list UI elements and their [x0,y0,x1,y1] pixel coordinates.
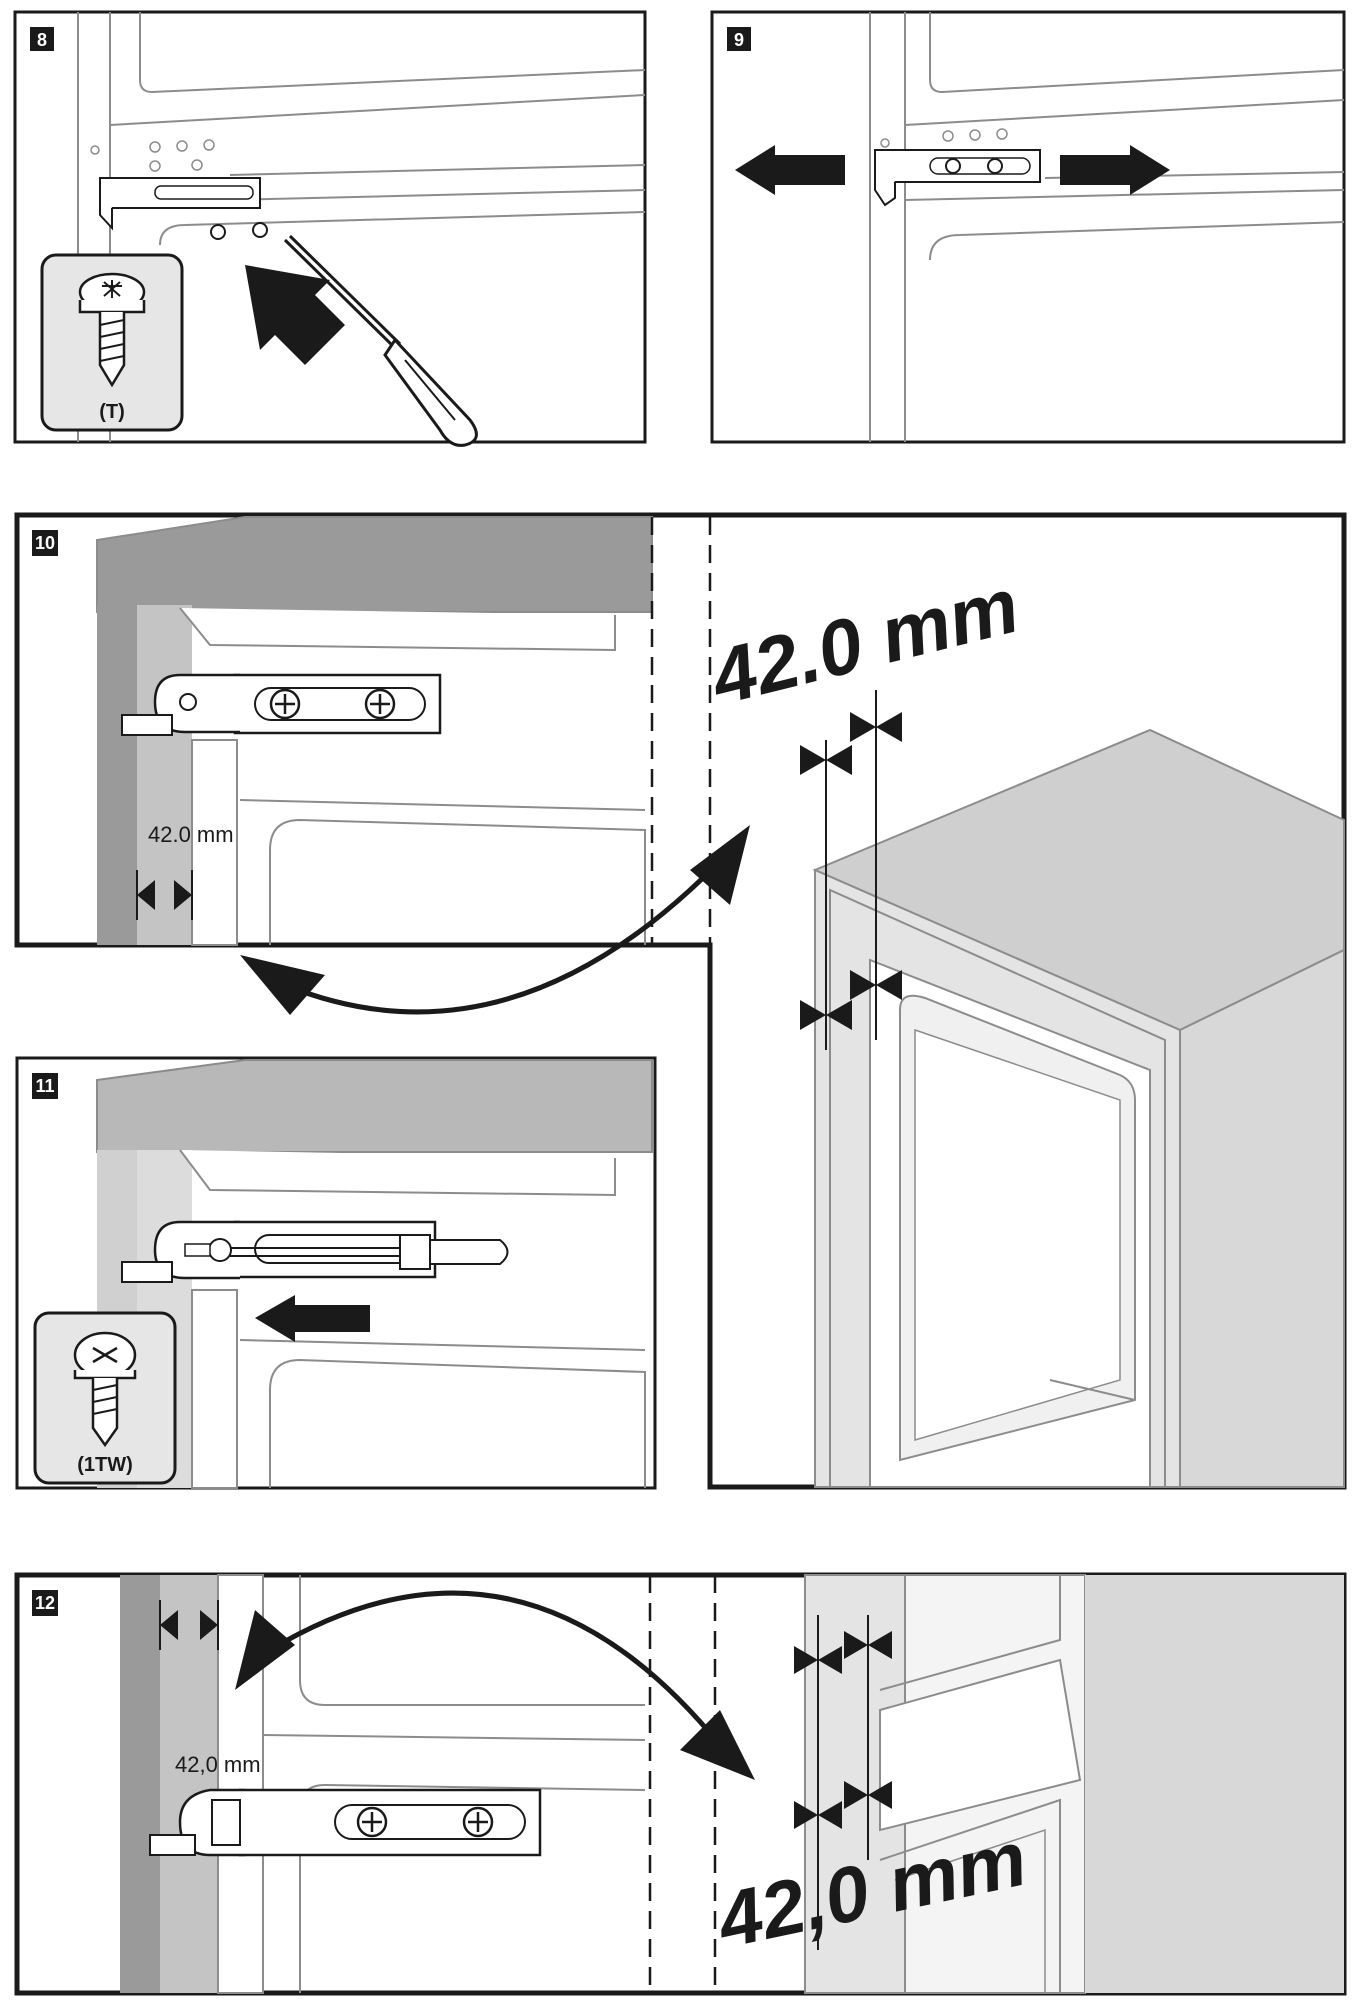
dimension-small-label: 42.0 mm [148,822,234,847]
arrow-left-icon [735,145,845,195]
screw-badge [33,1311,177,1485]
panel-step-12 [14,1572,1347,1996]
step-number: 9 [734,30,744,50]
step-badge [727,27,751,51]
curved-arrow-icon [268,1590,722,1747]
step-badge [32,530,58,556]
screw-badge [40,253,184,432]
screw-icon [210,224,226,240]
curved-arrow-icon [284,838,742,1015]
panel-step-11 [15,1056,657,1490]
hinge-bracket [149,1788,542,1857]
push-arrow-icon [245,265,345,365]
hinge-bracket [121,1220,437,1283]
hinge-bracket [874,149,1041,207]
step-number: 10 [35,533,55,553]
cabinet-illustration [812,728,1345,1488]
step-number: 8 [37,30,47,50]
screwdriver-icon [230,1234,509,1270]
screw-code-label: (1TW) [77,1454,133,1476]
panel-step-9 [710,10,1346,444]
panel-step-8 [13,10,647,447]
screw-code-label: (T) [99,401,125,423]
arrow-right-icon [1060,145,1170,195]
screwdriver-icon [283,234,478,447]
hinge-bracket [99,177,261,231]
panel-step-10 [14,512,1347,1490]
step-number: 12 [35,1593,55,1613]
arrow-left-icon [255,1295,370,1342]
step-badge [30,27,54,51]
hinge-bracket [121,673,442,736]
dimension-small-label: 42,0 mm [175,1752,261,1777]
step-badge [32,1073,58,1099]
step-number: 11 [35,1076,54,1096]
step-badge [32,1590,58,1616]
screw-icon [252,222,268,238]
